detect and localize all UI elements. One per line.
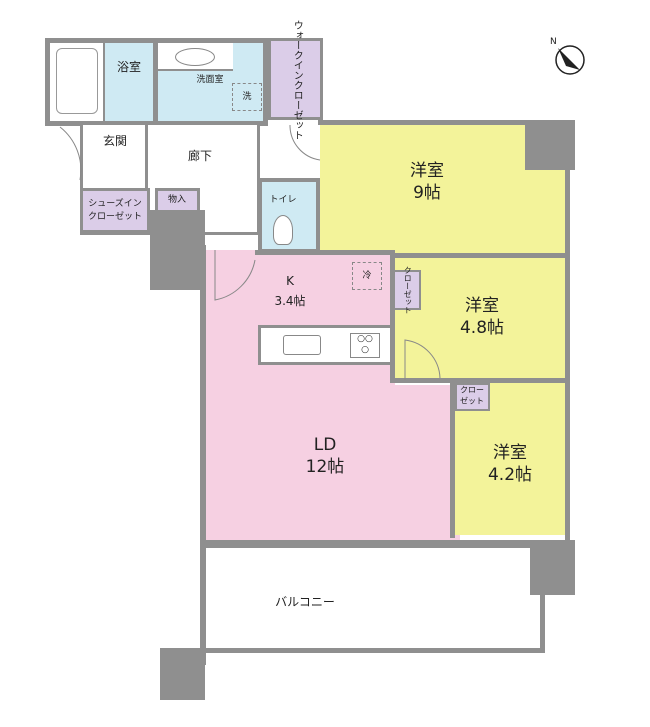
toilet-bowl-icon [273, 215, 293, 245]
wall [450, 378, 455, 538]
wall-block [150, 210, 205, 290]
storage-label: 物入 [167, 194, 187, 205]
fridge-label: 冷 [362, 270, 372, 281]
pink-ld [205, 250, 395, 390]
washer-label: 洗 [242, 91, 252, 102]
room2-name: 洋室 [465, 296, 499, 317]
washroom-label: 洗面室 [196, 74, 224, 85]
hallway-label: 廊下 [187, 149, 213, 164]
tub-inner [56, 48, 98, 114]
balcony-label: バルコニー [275, 595, 335, 610]
entrance-label: 玄関 [102, 134, 128, 149]
toilet-label: トイレ [269, 194, 297, 205]
wall [200, 540, 570, 545]
kitchen-size: 3.4帖 [274, 294, 306, 309]
shoe-closet-label-1: シューズイン [88, 198, 142, 209]
room3-name: 洋室 [493, 443, 527, 464]
closet-42-label-1: クロー [460, 385, 484, 395]
bath-label: 浴室 [116, 60, 142, 75]
wic-label: ウォークインクローゼット [291, 20, 303, 140]
kitchen-name: K [286, 274, 294, 289]
room3-size: 4.2帖 [487, 465, 533, 486]
kitchen-counter [258, 325, 393, 365]
wic [268, 38, 323, 120]
closet-42-label-2: ゼット [460, 396, 484, 406]
wall [390, 253, 395, 383]
closet-42 [455, 383, 490, 411]
shoe-closet [80, 188, 150, 233]
wall [200, 245, 206, 665]
room2-size: 4.8帖 [459, 318, 505, 339]
north-label: N [550, 37, 557, 47]
yellow-room-48 [395, 255, 567, 380]
pink-ld-lower [205, 385, 460, 545]
balcony [200, 545, 545, 653]
wall [525, 120, 575, 170]
wall [390, 253, 570, 258]
wall [565, 165, 570, 545]
wall [390, 378, 570, 383]
washer-box [232, 83, 262, 111]
wall [160, 648, 205, 700]
wall [318, 120, 528, 125]
sink-basin-icon [283, 335, 321, 355]
wall [530, 540, 575, 595]
room1-name: 洋室 [410, 161, 444, 182]
ld-name: LD [313, 435, 337, 456]
wall [255, 250, 395, 255]
sink-icon [175, 48, 215, 66]
entrance-divider [145, 125, 148, 190]
fridge-box [352, 262, 382, 290]
stove-icon: ○○○ [350, 333, 380, 358]
ld-size: 12帖 [305, 457, 345, 478]
closet-48-label: クローゼット [403, 266, 413, 314]
shoe-closet-label-2: クローゼット [87, 211, 143, 222]
yellow-room-9 [320, 125, 532, 257]
room1-size: 9帖 [413, 183, 441, 204]
